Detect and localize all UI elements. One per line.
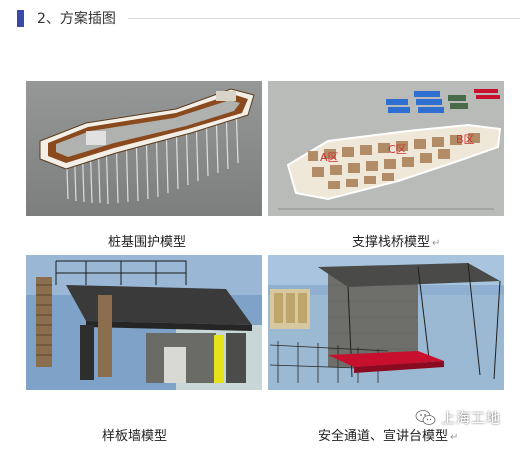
- figure-sample-wall: [26, 255, 262, 390]
- zone-label-a: A区: [320, 151, 339, 164]
- paragraph-mark: ↵: [432, 238, 441, 249]
- zone-label-c: B区: [456, 133, 475, 146]
- section-title: 2、方案插图: [37, 11, 116, 27]
- safety-passage-illustration: [268, 255, 504, 390]
- figure-pile-foundation: [26, 81, 262, 216]
- caption-sample-wall: 样板墙模型: [102, 425, 167, 444]
- caption-text: 样板墙模型: [102, 429, 168, 444]
- caption-text: 桩基围护模型: [108, 235, 187, 250]
- support-trestle-illustration: A区 C区 B区: [268, 81, 504, 216]
- paragraph-mark: ↵: [450, 432, 459, 443]
- figure-safety-passage: [268, 255, 504, 390]
- caption-safety-passage: 安全通道、宣讲台模型↵: [318, 425, 458, 444]
- figure-support-trestle: A区 C区 B区: [268, 81, 504, 216]
- caption-support-trestle: 支撑栈桥模型↵: [352, 231, 440, 250]
- sample-wall-illustration: [26, 255, 262, 390]
- pile-foundation-illustration: [26, 81, 262, 216]
- wechat-icon: [415, 410, 436, 425]
- header-divider: [128, 18, 520, 19]
- caption-text: 支撑栈桥模型: [352, 235, 431, 250]
- accent-bar: [17, 10, 24, 27]
- zone-label-b: C区: [388, 143, 407, 156]
- caption-pile-foundation: 桩基围护模型: [108, 231, 186, 250]
- watermark-text: 上海工地: [441, 411, 501, 427]
- caption-text: 安全通道、宣讲台模型: [318, 429, 449, 444]
- section-header: 2、方案插图: [0, 0, 528, 36]
- watermark: 上海工地: [415, 407, 501, 429]
